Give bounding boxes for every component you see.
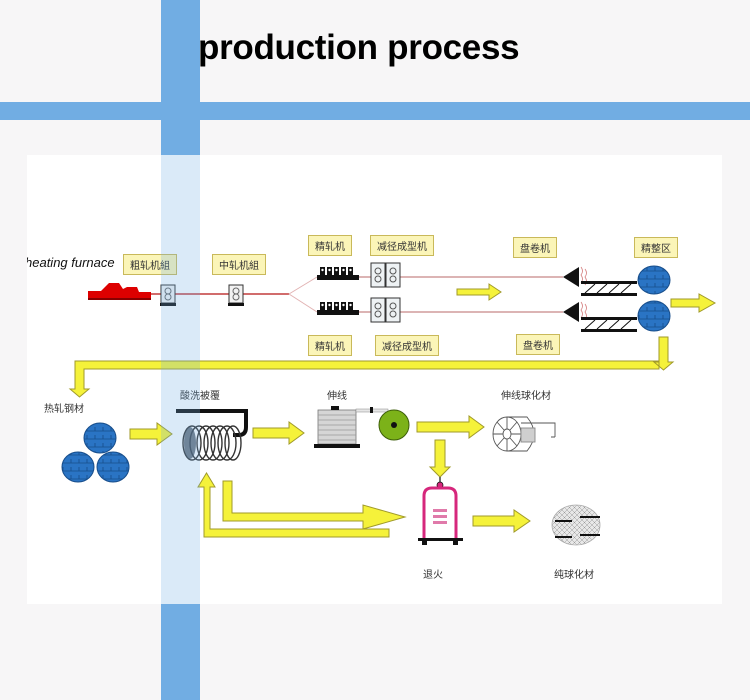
flow-arrow-to-pickling <box>129 422 173 446</box>
finishing-mill-bottom-icon <box>317 302 359 315</box>
hot-rolled-wire-label: 热轧钢材 <box>44 404 84 415</box>
flow-arrow-pickling-to-annealing <box>222 480 407 530</box>
reducing-sizing-mill-top-icon <box>370 262 401 288</box>
process-diagram-panel: heating furnace 粗轧机組 中轧机組 精轧机 减径成型机 盘卷机 … <box>27 155 722 604</box>
flow-arrow-return-loop <box>68 336 675 398</box>
page-title: production process <box>198 28 520 67</box>
wire-drawing-label: 伸线 <box>327 391 347 402</box>
annealing-label: 退火 <box>423 570 443 581</box>
reducing-sizing-bottom-label: 减径成型机 <box>375 335 439 356</box>
drawn-spheroidized-label: 伸线球化材 <box>501 391 551 402</box>
flow-arrow-exit <box>670 293 717 313</box>
drawn-spheroidized-reel-icon <box>492 416 556 452</box>
flow-arrow-to-drawn-spheroidized <box>416 415 485 439</box>
finished-coil-top-icon <box>637 265 671 295</box>
flow-arrow-to-drawing <box>252 421 305 445</box>
flow-arrow-to-spheroidized <box>472 509 531 533</box>
spheroidized-coil-icon <box>551 504 601 546</box>
wire-drawing-machine-icon <box>314 406 410 448</box>
reducing-sizing-mill-bottom-icon <box>370 297 401 323</box>
heating-furnace-label: heating furnace <box>27 255 115 270</box>
coiler-bottom-label: 盘卷机 <box>516 334 560 355</box>
finishing-area-label: 精整区 <box>634 237 678 258</box>
flow-arrow-small <box>456 283 502 301</box>
conveyor-bottom-icon <box>581 317 637 332</box>
horizontal-accent-bar <box>0 102 750 120</box>
reducing-sizing-top-label: 减径成型机 <box>370 235 434 256</box>
rolling-line-split-top <box>288 276 318 295</box>
roughing-mill-label: 粗轧机組 <box>123 254 177 275</box>
intermediate-mill-label: 中轧机組 <box>212 254 266 275</box>
heating-furnace-icon <box>88 283 151 300</box>
flow-arrow-return-to-pickling <box>197 472 390 538</box>
conveyor-top-icon <box>581 281 637 296</box>
finishing-mill-top-label: 精轧机 <box>308 235 352 256</box>
flow-arrow-to-annealing <box>428 439 452 478</box>
spheroidized-material-label: 纯球化材 <box>554 570 594 581</box>
pickling-coil-icon <box>176 409 248 461</box>
pickling-coating-label: 酸洗被覆 <box>180 391 220 402</box>
coiler-top-label: 盘卷机 <box>513 237 557 258</box>
finished-coil-bottom-icon <box>637 300 671 332</box>
finishing-mill-top-icon <box>317 267 359 280</box>
process-diagram <box>61 262 717 546</box>
roughing-mill-stand-icon <box>160 284 176 306</box>
annealing-furnace-icon <box>418 477 463 545</box>
finishing-mill-bottom-label: 精轧机 <box>308 335 352 356</box>
rolling-line-split-bottom <box>288 293 318 313</box>
intermediate-mill-stand-icon <box>228 284 244 306</box>
hot-rolled-coils-icon <box>61 422 130 483</box>
